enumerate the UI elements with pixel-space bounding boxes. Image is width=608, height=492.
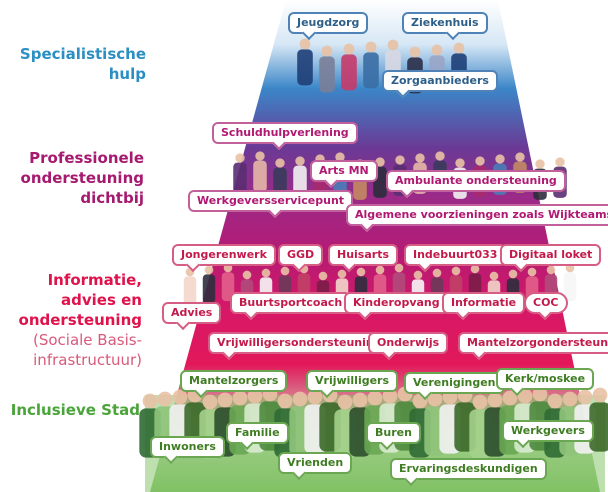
bubble-onderwijs: Onderwijs bbox=[368, 332, 449, 354]
bubble-kinderopvang-text: Kinderopvang bbox=[353, 296, 440, 309]
bubble-vrienden: Vrienden bbox=[278, 452, 353, 474]
level-label-information-sub1: (Sociale Basis- bbox=[32, 331, 142, 349]
bubble-buurtsportcoach: Buurtsportcoach bbox=[230, 292, 352, 314]
person-figure bbox=[319, 45, 335, 93]
level-label-professional: Professionele ondersteuning dichtbij bbox=[21, 148, 144, 208]
bubble-werkgeversservicepunt: Werkgeversservicepunt bbox=[188, 190, 354, 212]
person-figure bbox=[183, 267, 197, 306]
person-figure bbox=[589, 387, 608, 452]
bubble-vrijwilligersondersteuning: Vrijwilligersondersteuning bbox=[208, 332, 391, 354]
bubble-mantelzorgondersteuning-text: Mantelzorgondersteuning bbox=[467, 336, 608, 349]
bubble-huisarts: Huisarts bbox=[328, 244, 399, 266]
bubble-verenigingen: Verenigingen bbox=[404, 372, 505, 394]
bubble-verenigingen-text: Verenigingen bbox=[413, 376, 496, 389]
level-label-information: Informatie, advies en ondersteuning (Soc… bbox=[19, 270, 142, 370]
level-label-professional-line3: dichtbij bbox=[80, 189, 144, 207]
bubble-huisarts-text: Huisarts bbox=[337, 248, 390, 261]
bubble-jeugdzorg: Jeugdzorg bbox=[288, 12, 369, 34]
bubble-familie: Familie bbox=[226, 422, 289, 444]
bubble-algemene-voorzieningen: Algemene voorzieningen zoals Wijkteams bbox=[346, 204, 608, 226]
bubble-vrienden-text: Vrienden bbox=[287, 456, 344, 469]
bubble-arts-mn-text: Arts MN bbox=[319, 164, 369, 177]
bubble-digitaal-loket-text: Digitaal loket bbox=[509, 248, 593, 261]
bubble-digitaal-loket: Digitaal loket bbox=[500, 244, 602, 266]
bubble-informatie-text: Informatie bbox=[451, 296, 517, 309]
bubble-vrijwilligers: Vrijwilligers bbox=[306, 370, 399, 392]
bubble-werkgeversservicepunt-text: Werkgeversservicepunt bbox=[197, 194, 345, 207]
level-label-information-sub2: infrastructuur) bbox=[33, 351, 142, 369]
bubble-ziekenhuis-text: Ziekenhuis bbox=[411, 16, 479, 29]
bubble-jeugdzorg-text: Jeugdzorg bbox=[297, 16, 360, 29]
bubble-kerk-moskee-text: Kerk/moskee bbox=[505, 372, 586, 385]
bubble-advies: Advies bbox=[162, 302, 222, 324]
level-label-specialist-line2: hulp bbox=[108, 65, 146, 83]
bubble-ziekenhuis: Ziekenhuis bbox=[402, 12, 488, 34]
level-label-inclusive-line1: Inclusieve Stad bbox=[10, 401, 140, 419]
bubble-onderwijs-text: Onderwijs bbox=[377, 336, 440, 349]
bubble-algemene-voorzieningen-text: Algemene voorzieningen zoals Wijkteams bbox=[355, 208, 608, 221]
bubble-ervaringsdeskundigen-text: Ervaringsdeskundigen bbox=[399, 462, 538, 475]
bubble-familie-text: Familie bbox=[235, 426, 280, 439]
bubble-arts-mn: Arts MN bbox=[310, 160, 378, 182]
bubble-advies-text: Advies bbox=[171, 306, 213, 319]
bubble-mantelzorgers-text: Mantelzorgers bbox=[189, 374, 279, 387]
bubble-inwoners-text: Inwoners bbox=[159, 440, 216, 453]
bubble-indebuurt033: Indebuurt033 bbox=[404, 244, 507, 266]
bubble-schuldhulpverlening: Schuldhulpverlening bbox=[212, 122, 358, 144]
bubble-buren: Buren bbox=[366, 422, 421, 444]
bubble-coc-text: COC bbox=[533, 296, 559, 309]
bubble-ambulante-ondersteuning-text: Ambulante ondersteuning bbox=[395, 174, 557, 187]
level-label-information-line3: ondersteuning bbox=[18, 311, 142, 329]
level-label-specialist: Specialistische hulp bbox=[20, 44, 146, 84]
bubble-indebuurt033-text: Indebuurt033 bbox=[413, 248, 498, 261]
person-figure bbox=[233, 153, 247, 194]
bubble-zorgaanbieders-text: Zorgaanbieders bbox=[391, 74, 489, 87]
person-figure bbox=[253, 151, 267, 192]
bubble-ggd-text: GGD bbox=[287, 248, 315, 261]
level-label-inclusive: Inclusieve Stad bbox=[11, 400, 140, 420]
bubble-ggd: GGD bbox=[278, 244, 324, 266]
person-figure bbox=[341, 43, 357, 91]
bubble-buren-text: Buren bbox=[375, 426, 412, 439]
bubble-schuldhulpverlening-text: Schuldhulpverlening bbox=[221, 126, 349, 139]
bubble-vrijwilligersondersteuning-text: Vrijwilligersondersteuning bbox=[217, 336, 382, 349]
person-figure bbox=[363, 41, 379, 89]
bubble-werkgevers: Werkgevers bbox=[502, 420, 594, 442]
bubble-inwoners: Inwoners bbox=[150, 436, 225, 458]
bubble-informatie: Informatie bbox=[442, 292, 526, 314]
person-figure bbox=[202, 265, 216, 304]
bubble-mantelzorgondersteuning: Mantelzorgondersteuning bbox=[458, 332, 608, 354]
level-label-information-line1: Informatie, bbox=[47, 271, 142, 289]
bubble-vrijwilligers-text: Vrijwilligers bbox=[315, 374, 390, 387]
bubble-coc: COC bbox=[524, 292, 568, 314]
bubble-werkgevers-text: Werkgevers bbox=[511, 424, 585, 437]
person-figure bbox=[297, 38, 313, 86]
level-label-specialist-line1: Specialistische bbox=[19, 45, 146, 63]
bubble-mantelzorgers: Mantelzorgers bbox=[180, 370, 288, 392]
level-label-professional-line2: ondersteuning bbox=[20, 169, 144, 187]
level-label-information-line2: advies en bbox=[61, 291, 142, 309]
level-label-professional-line1: Professionele bbox=[29, 149, 144, 167]
bubble-buurtsportcoach-text: Buurtsportcoach bbox=[239, 296, 343, 309]
bubble-zorgaanbieders: Zorgaanbieders bbox=[382, 70, 498, 92]
bubble-jongerenwerk-text: Jongerenwerk bbox=[181, 248, 267, 261]
bubble-kerk-moskee: Kerk/moskee bbox=[496, 368, 595, 390]
bubble-jongerenwerk: Jongerenwerk bbox=[172, 244, 276, 266]
bubble-ervaringsdeskundigen: Ervaringsdeskundigen bbox=[390, 458, 547, 480]
bubble-kinderopvang: Kinderopvang bbox=[344, 292, 449, 314]
bubble-ambulante-ondersteuning: Ambulante ondersteuning bbox=[386, 170, 566, 192]
